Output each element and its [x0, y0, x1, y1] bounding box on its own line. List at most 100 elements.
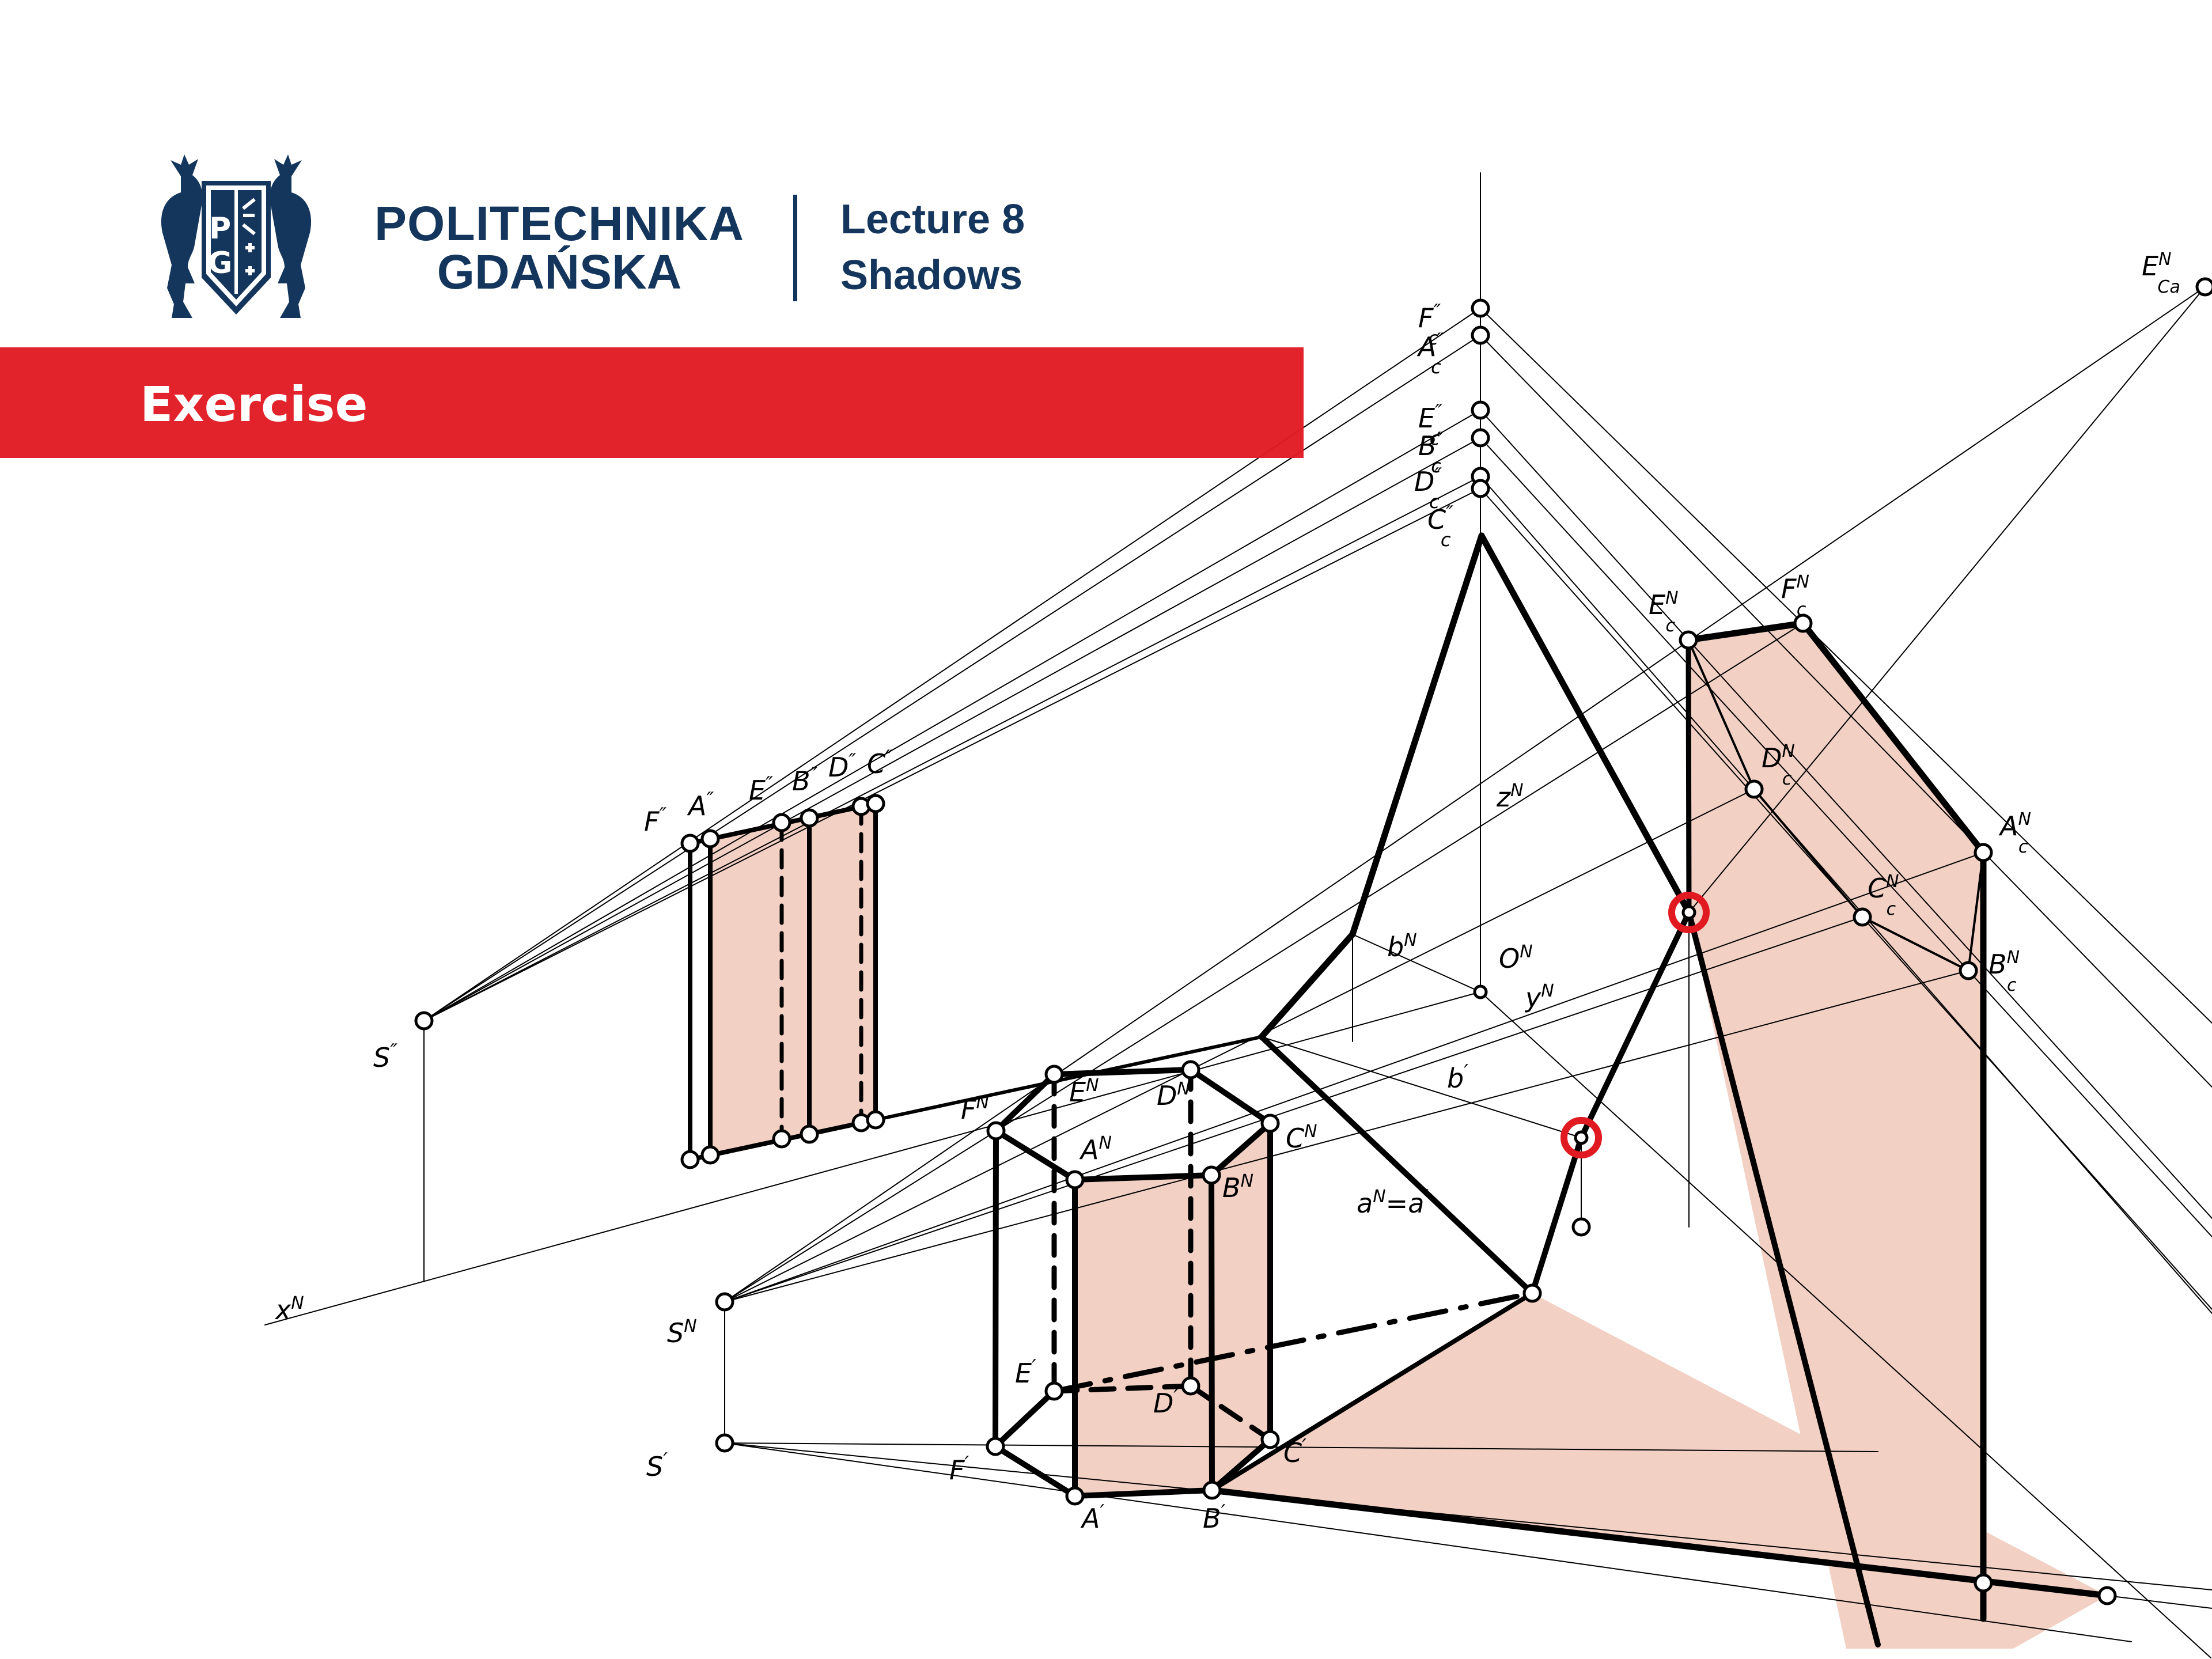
- ray-s2-e: [423, 410, 1481, 1021]
- university-crest-icon: P G: [161, 154, 312, 318]
- ray-s2-b: [423, 437, 1481, 1021]
- label-c2: C″: [867, 746, 893, 779]
- label-on: ON: [1499, 942, 1533, 974]
- label-sn: SN: [667, 1316, 697, 1349]
- point-bnc: [1959, 961, 1978, 980]
- break-upper-center: [1681, 905, 1696, 920]
- point-f2c: [1471, 298, 1490, 318]
- wall-top-b: [800, 808, 819, 828]
- tent-left-lower: [1258, 931, 1356, 1040]
- ray-s2-d: [423, 476, 1481, 1021]
- lion-left-icon: [161, 154, 203, 318]
- hex-fn: [986, 1121, 1006, 1141]
- hex-top-fe: [993, 1071, 1057, 1134]
- wall-top-e: [772, 813, 791, 832]
- label-e1: E′: [1015, 1355, 1036, 1389]
- university-name-line1: POLITECHNIKA: [374, 196, 744, 251]
- tent-right: [1478, 532, 1692, 916]
- label-bn2: BN: [1222, 1171, 1253, 1203]
- lr-foot: [1571, 1217, 1591, 1237]
- ray-sn-d: [724, 789, 1755, 1302]
- shadow-chain-cb: [1861, 916, 1969, 972]
- point-c2c: [1471, 479, 1490, 498]
- label-yn: yN: [1524, 981, 1554, 1013]
- bottom-edge-ext: [2107, 1595, 2212, 1609]
- point-b2c: [1471, 428, 1490, 448]
- point-cnc: [1853, 907, 1872, 927]
- hex-b1: [1202, 1480, 1222, 1500]
- ray-ur-eca: [1688, 286, 2206, 913]
- label-s2: S″: [373, 1040, 397, 1073]
- shadow-chain-dc: [1753, 788, 1863, 918]
- label-c2c: C″c: [1427, 502, 1453, 551]
- hex-d1: [1181, 1376, 1200, 1396]
- lion-right-icon: [270, 154, 312, 318]
- prism-vert-b: [1209, 1172, 1215, 1493]
- highlight-lower: [1560, 1117, 1602, 1158]
- prism-vert-f: [993, 1128, 999, 1449]
- label-an: AN: [1079, 1133, 1112, 1165]
- prism-face-ab: [1075, 1175, 1212, 1496]
- wall-shadow-fa: [1800, 620, 1987, 856]
- ground-bottom-edge: [1209, 1487, 2111, 1599]
- shadow-hidden-e: [1051, 1290, 1535, 1394]
- wall-bot-a: [700, 1145, 720, 1165]
- label-e2: E″: [749, 772, 773, 806]
- wall-shadow-left-slant: [1686, 910, 1881, 1647]
- point-e2c: [1471, 400, 1490, 420]
- front-view-wall-shadow: [710, 804, 876, 1155]
- shadow-chain-ed: [1687, 639, 1755, 790]
- slide-header: P G POLITECHNIKA GDAŃSKA Lecture 8 Shado…: [121, 132, 1025, 363]
- hex-top-dc: [1188, 1067, 1273, 1126]
- hex-a1: [1065, 1486, 1085, 1506]
- wall-bot-b: [800, 1124, 819, 1144]
- hex-top-ed: [1051, 1067, 1194, 1077]
- label-e2c: E″c: [1418, 400, 1442, 449]
- line-bprime: [1261, 1036, 1582, 1138]
- wall-top-f: [680, 834, 700, 853]
- wall-top-a: [700, 829, 720, 849]
- x-axis: [264, 991, 1481, 1325]
- label-fn: FN: [961, 1093, 989, 1125]
- break-lower: [1529, 1135, 1584, 1296]
- lecture-title: Lecture 8 Shadows: [840, 192, 1025, 304]
- point-dnc: [1744, 779, 1764, 799]
- label-s1: S′: [646, 1449, 668, 1482]
- point-enc: [1679, 630, 1698, 650]
- br-corner2: [2097, 1586, 2117, 1605]
- tent-to-ground: [1259, 1034, 1535, 1296]
- hex-bn: [1202, 1165, 1221, 1185]
- label-dn: DN: [1157, 1079, 1190, 1111]
- ray-sn-a: [724, 852, 1984, 1302]
- line-bn: [1352, 934, 1481, 993]
- label-an-aprime: aN=a′: [1357, 1185, 1429, 1219]
- ray-sn-f: [724, 623, 1804, 1302]
- label-b2: B″: [792, 763, 818, 797]
- hex-dn: [1181, 1060, 1200, 1080]
- label-bn: bN: [1387, 930, 1417, 963]
- label-f1: F′: [949, 1452, 969, 1486]
- hex-c1: [1260, 1430, 1280, 1449]
- ray-sn-e: [724, 286, 2206, 1302]
- label-f2c: F″c: [1418, 300, 1441, 349]
- label-cn: CN: [1286, 1122, 1317, 1154]
- tent-left-upper: [1349, 532, 1485, 938]
- point-s2: [414, 1011, 434, 1031]
- ray-s2-a: [423, 335, 1481, 1021]
- point-s1: [715, 1433, 734, 1453]
- point-enca: [2195, 277, 2212, 297]
- wall-bot-e: [772, 1129, 791, 1149]
- point-anc: [1974, 843, 1993, 862]
- hex-e1: [1044, 1381, 1064, 1401]
- ground-vertex: [1522, 1283, 1542, 1303]
- point-fnc: [1793, 613, 1813, 633]
- label-b1: B′: [1203, 1501, 1226, 1534]
- label-en: EN: [1069, 1075, 1099, 1108]
- ray-sn-c: [724, 916, 1863, 1302]
- ground-shadow: [1212, 1293, 2107, 1596]
- exercise-banner-title: Exercise: [140, 376, 368, 433]
- wall-top-c: [866, 794, 885, 813]
